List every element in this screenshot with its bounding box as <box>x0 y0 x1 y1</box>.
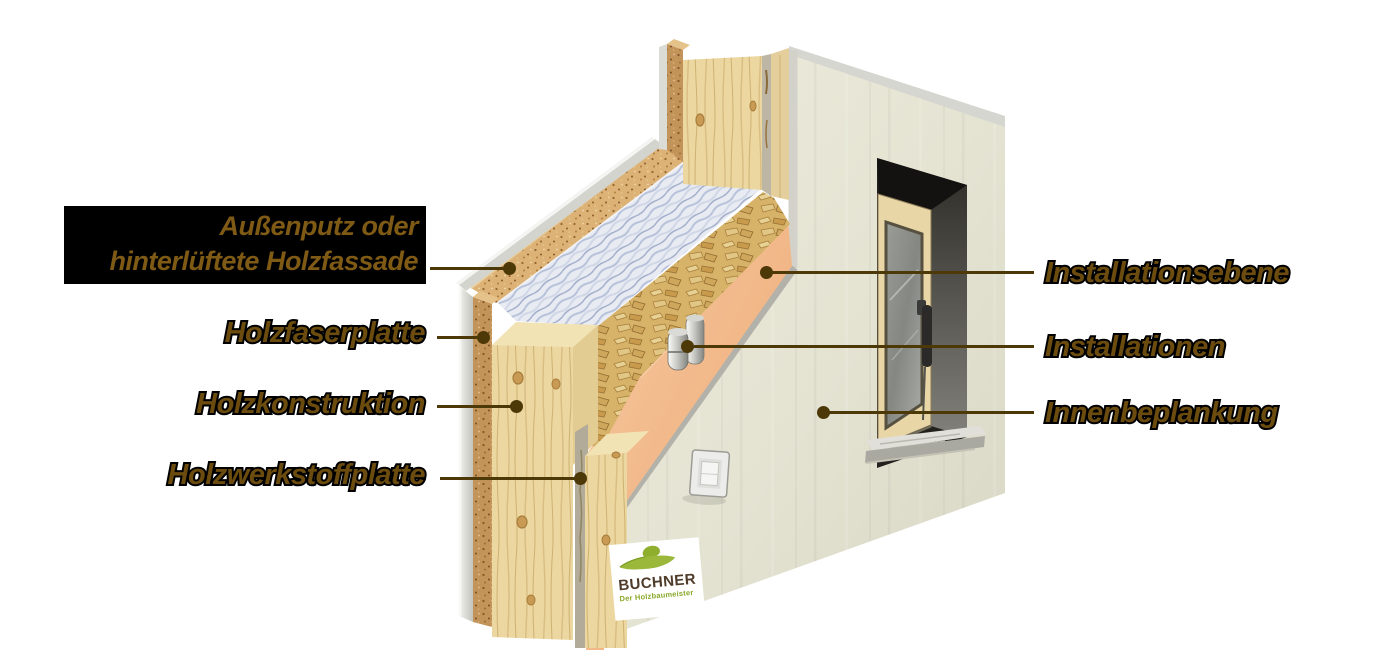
label-line-1: Außenputz oder <box>219 211 419 241</box>
window-sill <box>865 426 987 464</box>
window-glass <box>884 219 924 431</box>
leader-line-installationen <box>687 345 1034 348</box>
label-aussenputz-holzfassade: Außenputz oder hinterlüftete Holzfassade <box>64 206 426 284</box>
leader-line-holzkonstruktion <box>437 405 517 408</box>
leader-dot-holzfaserplatte <box>477 331 490 344</box>
leader-line-innenbeplankung <box>823 411 1034 414</box>
leader-dot-installationen <box>681 340 694 353</box>
buchner-logo: BUCHNER Der Holzbaumeister <box>608 537 706 621</box>
leader-dot-holzkonstruktion <box>510 400 523 413</box>
leader-dot-holzwerkstoffplatte <box>574 472 587 485</box>
stud-layer <box>492 322 598 640</box>
hat-icon <box>619 545 676 570</box>
osb-top-edge <box>762 48 789 200</box>
light-switch <box>682 449 731 505</box>
leader-dot-installationsebene <box>760 266 773 279</box>
leader-line-holzfaserplatte <box>437 336 484 339</box>
leader-dot-innenbeplankung <box>817 406 830 419</box>
leader-dot-facade <box>503 262 516 275</box>
leader-line-facade <box>430 267 510 270</box>
leader-line-holzwerkstoffplatte <box>440 477 581 480</box>
leader-line-installationsebene <box>766 271 1034 274</box>
window <box>865 158 987 468</box>
osb-cut-band <box>570 192 790 450</box>
stud-top <box>683 56 762 190</box>
label-line-2: hinterlüftete Holzfassade <box>109 246 418 276</box>
